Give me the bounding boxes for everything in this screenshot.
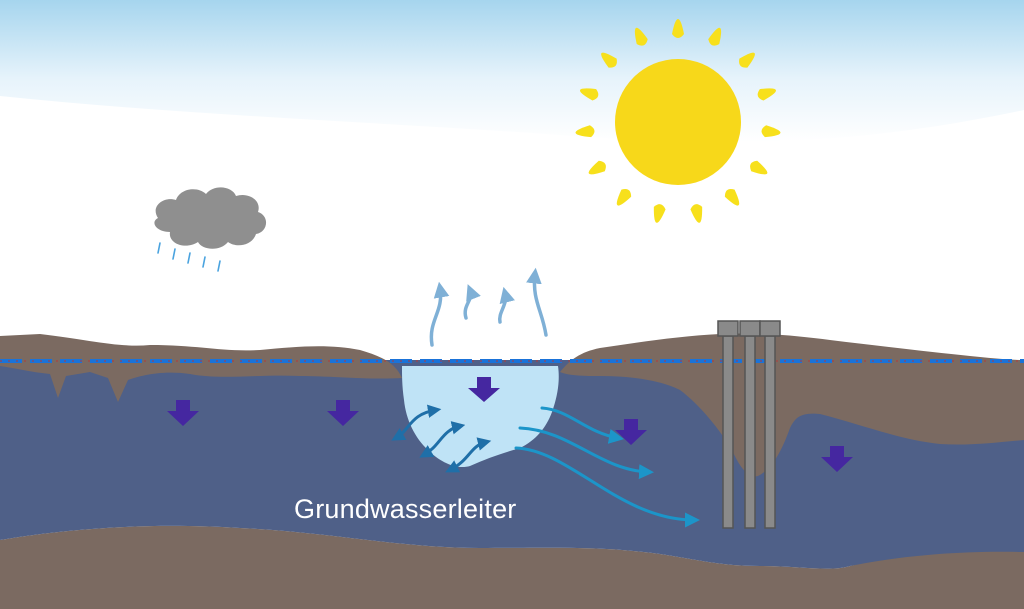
flow-arrow-icon: [514, 406, 700, 528]
well-pipe-icon: [717, 320, 781, 529]
bottom-soil-layer: [0, 525, 1024, 609]
evaporation-arrow-icon: [429, 267, 548, 347]
upper-soil-right: [560, 333, 1024, 477]
infiltration-arrow-icon: [167, 377, 853, 472]
upper-soil-left: [0, 334, 402, 402]
rain-cloud-icon: [154, 187, 267, 272]
aquifer-label: Grundwasserleiter: [294, 494, 517, 524]
sun-icon: [575, 19, 781, 223]
exchange-arrow-icon: [391, 404, 492, 473]
